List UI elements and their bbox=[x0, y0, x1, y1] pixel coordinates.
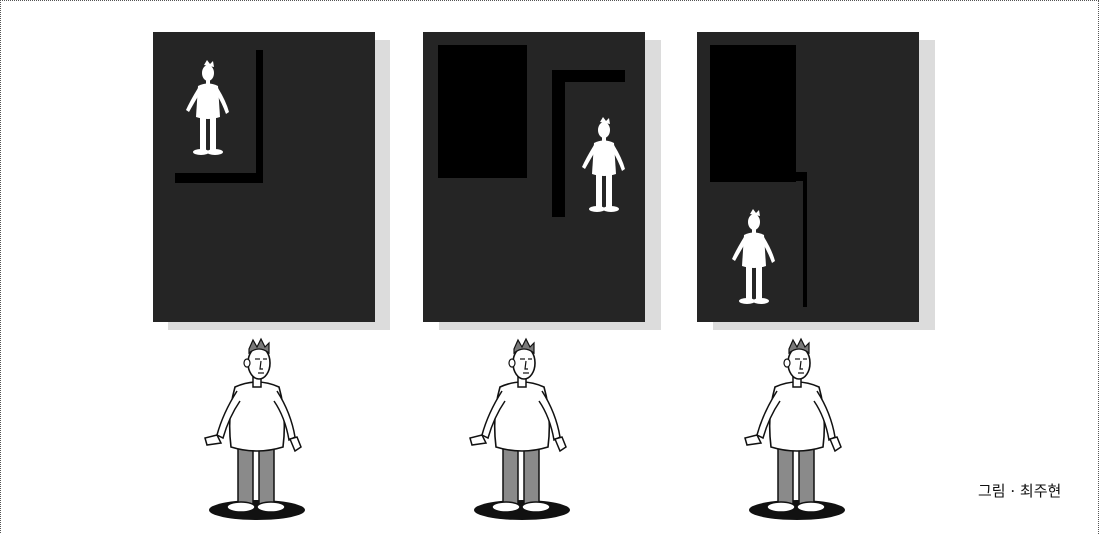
panel-3-black-block bbox=[710, 45, 796, 182]
panel-2-black-block bbox=[438, 45, 527, 178]
big-figure-1 bbox=[205, 339, 305, 520]
big-figure-2 bbox=[470, 339, 570, 520]
illustration-credit: 그림 · 최주현 bbox=[978, 480, 1061, 501]
panel-2-wall-vertical bbox=[552, 70, 565, 217]
panel-3 bbox=[697, 32, 935, 330]
panel-2 bbox=[423, 32, 661, 330]
panel-1 bbox=[153, 32, 390, 330]
big-figure-3 bbox=[745, 339, 845, 520]
panel-3-wall-horizontal bbox=[710, 172, 806, 181]
panel-1-wall-horizontal bbox=[175, 173, 263, 183]
panel-3-wall-vertical bbox=[803, 172, 807, 307]
panel-1-wall-vertical bbox=[256, 50, 263, 183]
